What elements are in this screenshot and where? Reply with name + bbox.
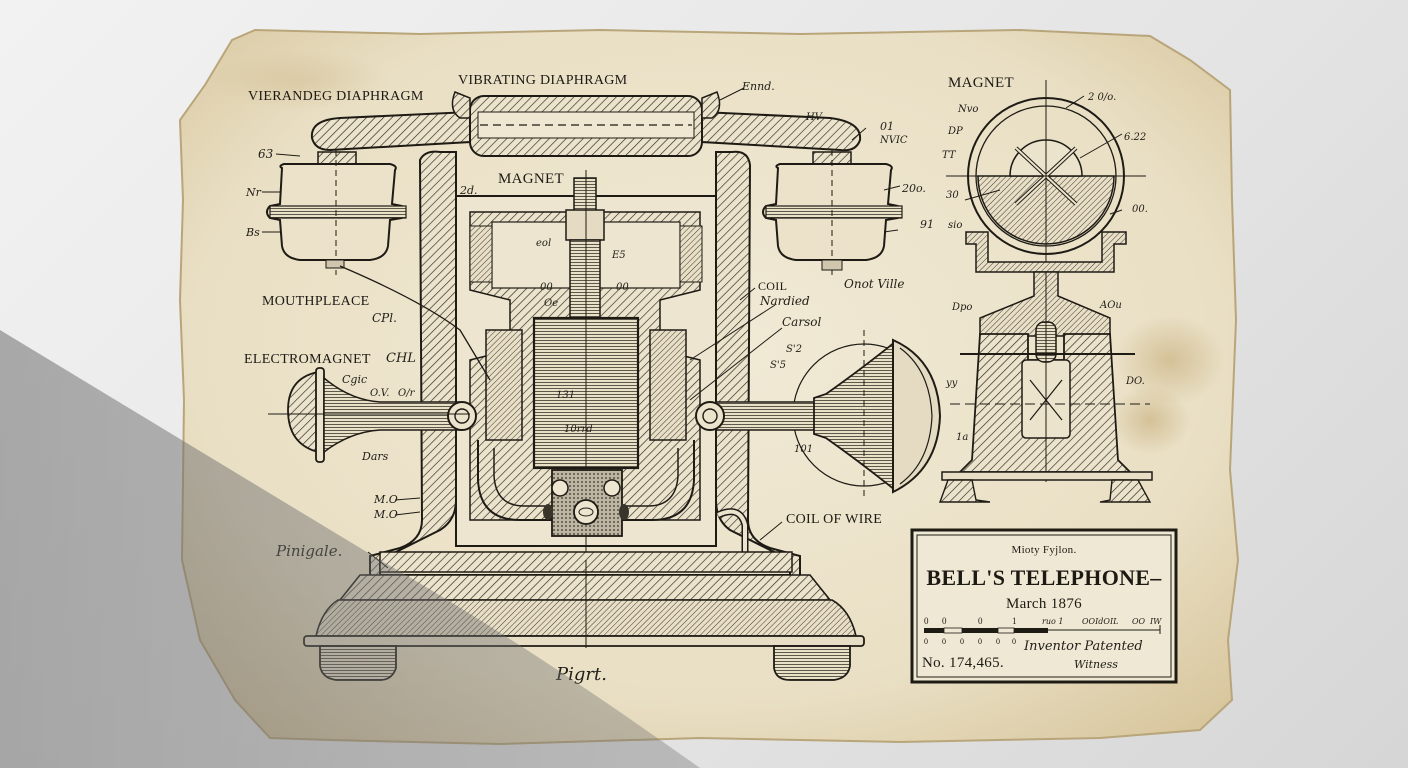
label-coil: COIL	[758, 279, 787, 293]
cast-shadow	[0, 330, 700, 768]
label-vierandeg-diaphragm: VIERANDEG DIAPHRAGM	[248, 89, 424, 104]
annotation-r-dpo: Dpo	[951, 302, 972, 313]
label-magnet-right: MAGNET	[948, 75, 1014, 91]
label-vibrating-diaphragm: VIBRATING DIAPHRAGM	[458, 73, 628, 88]
annotation-s2: S'2	[786, 344, 802, 355]
label-magnet-center: MAGNET	[498, 171, 564, 187]
annotation-r-200: 2 0/o.	[1087, 92, 1116, 103]
title-block-signature-1: Inventor Patented	[1023, 639, 1143, 654]
right-foot	[773, 645, 851, 681]
label-electromagnet: ELECTROMAGNET	[244, 352, 371, 367]
title-block-subtitle: Mioty Fyjlon.	[1011, 544, 1076, 556]
scale-top-2: 0	[978, 616, 983, 626]
annotation-r-yy: yy	[945, 378, 958, 389]
annotation-dr: O/r	[398, 388, 416, 399]
right-bell	[762, 150, 903, 275]
annotation-cgic: Cgic	[342, 373, 367, 386]
annotation-cpl: CPl.	[372, 311, 397, 325]
left-arm	[310, 110, 471, 152]
annotation-91: 91	[920, 218, 934, 231]
annotation-e5: E5	[611, 250, 626, 261]
left-mouthpiece	[268, 367, 477, 463]
base-device-drawing	[939, 271, 1153, 503]
annotation-oe: Oe	[544, 298, 558, 309]
annotation-24: 2d.	[459, 184, 478, 197]
annotation-63: 63	[258, 147, 274, 161]
title-block-signature-2: Witness	[1074, 658, 1118, 671]
annotation-mo-1: M.O	[373, 493, 398, 506]
annotation-r-aou: AOu	[1099, 300, 1122, 311]
title-block-title: BELL'S TELEPHONE–	[926, 565, 1162, 590]
annotation-dars: Dars	[361, 450, 389, 463]
annotation-r-sio: sio	[948, 220, 962, 231]
annotation-bs: Bs	[245, 226, 260, 239]
annotation-onot-ville: Onot Ville	[844, 277, 905, 291]
annotation-mo-2: M.O	[373, 508, 398, 521]
annotation-dv: O.V.	[370, 388, 390, 399]
scale-top-4: ruo 1	[1042, 617, 1063, 626]
scale-top-7: IW	[1149, 617, 1162, 626]
part-labels: VIERANDEG DIAPHRAGM VIBRATING DIAPHRAGM …	[244, 73, 1014, 527]
annotation-00b: 00	[616, 282, 629, 293]
scale-top-0: 0	[924, 616, 929, 626]
annotation-r-dp: DP	[947, 126, 963, 137]
scale-top-1: 0	[942, 616, 947, 626]
scale-bottom-0: 0	[924, 637, 928, 646]
title-block-patent-number: No. 174,465.	[922, 655, 1004, 671]
scale-bar	[924, 625, 1161, 634]
annotation-r-nvo: Nvo	[957, 104, 978, 115]
annotation-eol: eol	[536, 238, 551, 249]
annotation-20o: 20o.	[901, 182, 926, 195]
annotation-nv: Nr	[245, 186, 262, 199]
annotation-00a: 00	[540, 282, 553, 293]
annotation-s5: S'5	[770, 360, 786, 371]
scale-bottom-1: 0	[942, 637, 946, 646]
annotation-101: 101	[794, 444, 813, 455]
annotation-r-do: DO.	[1125, 376, 1145, 387]
annotation-131: 131	[556, 390, 575, 401]
annotation-r-622: 6.22	[1124, 132, 1146, 143]
annotation-r-1a: 1a	[956, 432, 968, 443]
annotation-r-30: 30	[946, 190, 959, 201]
left-bell	[266, 150, 407, 275]
scale-bottom-5: 0	[1012, 637, 1016, 646]
scale-top-5: OOIdOIL	[1082, 617, 1118, 626]
label-coil-of-wire: COIL OF WIRE	[786, 512, 882, 527]
right-arm	[701, 110, 862, 152]
right-earpiece	[695, 330, 942, 500]
annotation-nardied: Nardied	[759, 294, 810, 308]
title-block: Mioty Fyjlon. BELL'S TELEPHONE– March 18…	[910, 528, 1178, 684]
title-block-date: March 1876	[1006, 596, 1082, 612]
scale-bottom-2: 0	[960, 637, 964, 646]
annotation-r-tt: TT	[942, 150, 957, 161]
label-mouthpleace: MOUTHPLEACE	[262, 294, 370, 309]
magnet-section-drawing	[946, 80, 1146, 290]
annotation-01: 01	[880, 120, 894, 133]
scale-bottom-4: 0	[996, 637, 1000, 646]
scale-top-3: 1	[1012, 616, 1017, 626]
annotation-ennd: Ennd.	[741, 80, 775, 93]
handwritten-annotations: 63 Nr Bs 2d. Ennd. HV 01 NVIC 20o. 91 CP…	[245, 80, 1148, 685]
annotation-hv: HV	[805, 112, 824, 123]
annotation-carsol: Carsol	[782, 315, 821, 329]
annotation-nvic: NVIC	[879, 135, 908, 146]
annotation-r-00: 00.	[1132, 204, 1148, 215]
annotation-chl: CHL	[386, 351, 416, 366]
annotation-10rrd: 10rrd	[564, 424, 593, 435]
scale-top-6: OO	[1132, 617, 1146, 626]
scale-bottom-3: 0	[978, 637, 982, 646]
